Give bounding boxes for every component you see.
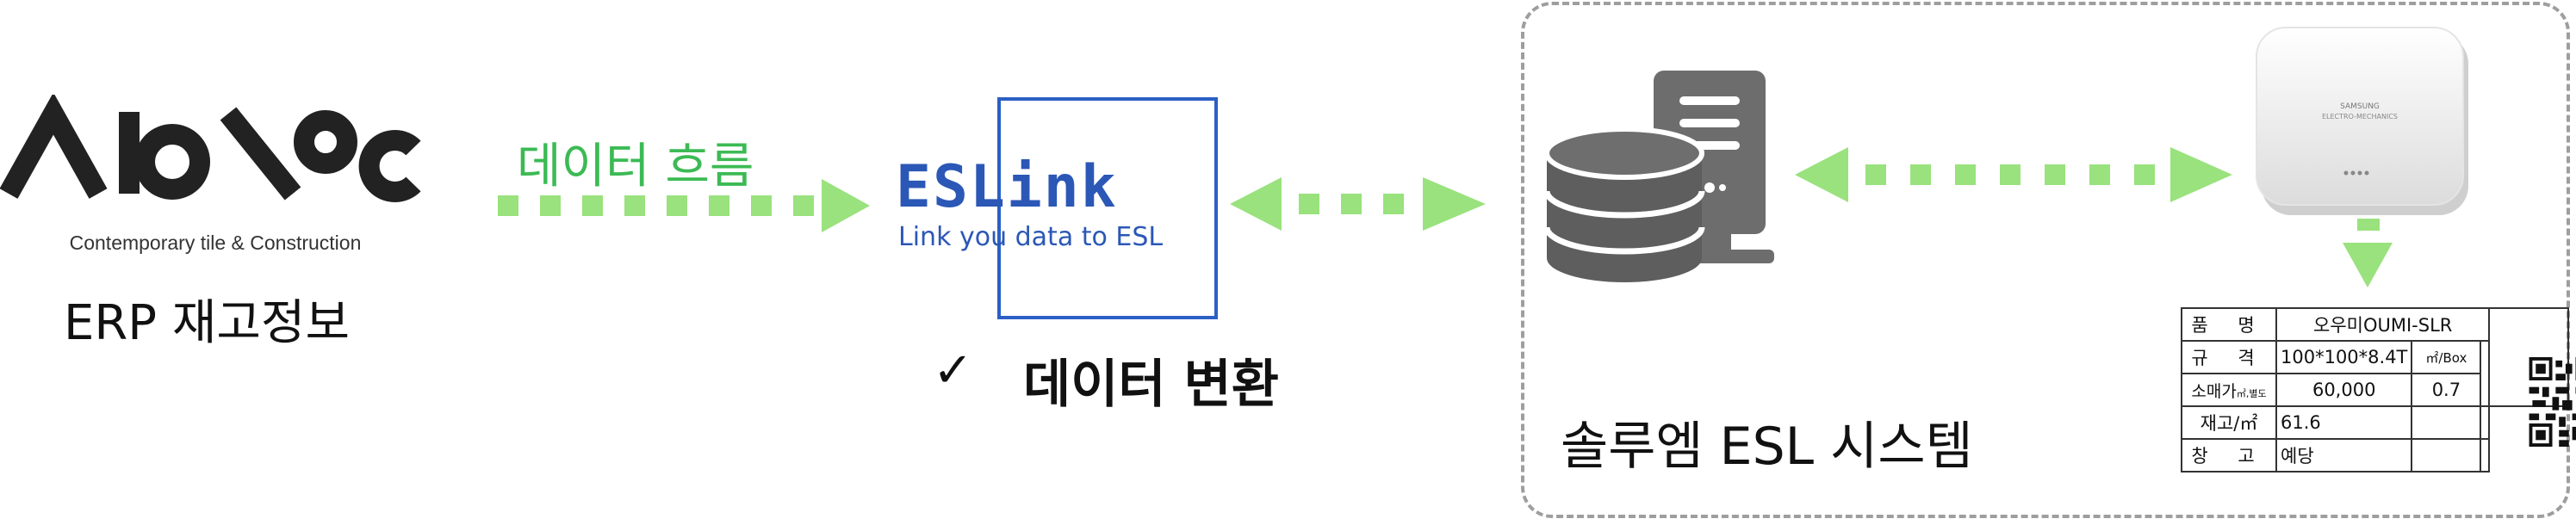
tag-empty-cell	[2411, 405, 2482, 440]
ablock-logo-mark: Contemporary tile & Construction	[0, 95, 421, 254]
eslink-subtitle: Link you data to ESL	[898, 222, 1164, 252]
price-tag-table: 품 명 오우미OUMI-SLR	[2181, 307, 2576, 472]
flow-arrow-device-to-tag	[2343, 219, 2393, 287]
tag-unit-value: 0.7	[2411, 373, 2482, 407]
qr-code	[2488, 307, 2576, 447]
check-icon: ✓	[933, 343, 973, 398]
tag-spec-label: 규 격	[2181, 340, 2277, 374]
flow-arrow-server-to-device	[1795, 147, 2232, 202]
erp-caption: ERP 재고정보	[64, 295, 350, 351]
tag-product-value: 오우미OUMI-SLR	[2275, 307, 2491, 342]
qr-code-icon	[2529, 357, 2576, 447]
tag-price-label-cell: 소매가㎡,별도	[2181, 373, 2277, 407]
esl-system-label: 솔루엠 ESL 시스템	[1561, 417, 1973, 477]
esl-system-frame	[1521, 2, 2570, 518]
flow-arrow-erp-to-eslink	[498, 179, 870, 232]
logo-tagline: Contemporary tile & Construction	[70, 232, 362, 254]
tag-empty-cell	[2411, 438, 2482, 472]
tag-empty-cell	[2480, 405, 2491, 440]
tag-empty-cell	[2480, 438, 2491, 472]
eslink-frame	[997, 97, 1218, 319]
tag-warehouse-label: 창 고	[2181, 438, 2277, 472]
flow-arrow-eslink-to-server	[1230, 177, 1486, 231]
server-database-icon	[1543, 71, 1774, 282]
convert-label: 데이터 변환	[1023, 355, 1279, 415]
tag-unit-label: ㎡/Box	[2411, 340, 2482, 374]
tag-stock-label: 재고/㎡	[2181, 405, 2277, 440]
device-brand-2: ELECTRO-MECHANICS	[2322, 113, 2398, 120]
esl-gateway-device-icon: SAMSUNG ELECTRO-MECHANICS	[2256, 27, 2468, 215]
tag-product-label: 품 명	[2181, 307, 2277, 342]
eslink-title: ESLink	[896, 153, 1118, 221]
tag-price-value: 60,000	[2275, 373, 2413, 407]
device-brand-1: SAMSUNG	[2340, 102, 2380, 111]
tag-price-unit: ㎡,별도	[2236, 387, 2267, 399]
tag-stock-value: 61.6	[2275, 405, 2413, 440]
tag-spec-value: 100*100*8.4T	[2275, 340, 2413, 374]
tag-price-label: 소매가	[2191, 381, 2237, 401]
tag-warehouse-value: 예당	[2275, 438, 2413, 472]
esl-price-tag: 품 명 오우미OUMI-SLR	[2181, 307, 2576, 472]
flow-label: 데이터 흐름	[517, 139, 754, 195]
ablock-logo: Contemporary tile & Construction	[0, 95, 431, 258]
